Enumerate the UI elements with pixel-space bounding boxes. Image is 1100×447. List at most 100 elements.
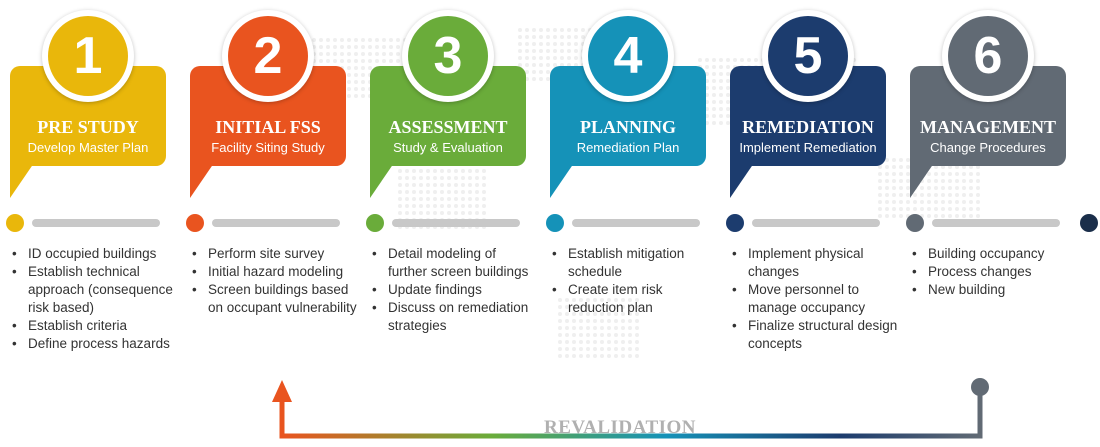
map-dot [976,214,980,218]
map-dot [461,204,465,208]
map-dot [440,183,444,187]
step-title: ASSESSMENT [388,117,508,137]
map-dot [719,114,723,118]
map-dot [412,204,416,208]
map-dot [705,65,709,69]
map-dot [712,114,716,118]
map-dot [454,197,458,201]
bullet-item: Screen buildings based on occupant vulne… [190,281,358,317]
step-number-badge: 3 [402,10,494,102]
map-dot [719,72,723,76]
revalidation-label: REVALIDATION [543,417,697,438]
map-dot [726,65,730,69]
map-dot [572,319,576,323]
map-dot [482,204,486,208]
map-dot [565,347,569,351]
map-dot [347,94,351,98]
map-dot [969,179,973,183]
map-dot [567,28,571,32]
map-dot [885,179,889,183]
timeline-bar [392,219,520,227]
map-dot [405,183,409,187]
map-dot [628,319,632,323]
map-dot [899,158,903,162]
map-dot [347,59,351,63]
map-dot [340,52,344,56]
timeline-bar [932,219,1060,227]
map-dot [614,347,618,351]
map-dot [461,169,465,173]
map-dot [892,172,896,176]
map-dot [628,340,632,344]
map-dot [553,35,557,39]
map-dot [396,59,400,63]
map-dot [705,86,709,90]
map-dot [389,38,393,42]
map-dot [447,197,451,201]
map-dot [419,176,423,180]
map-dot [558,340,562,344]
timeline-dot [546,214,564,232]
map-dot [560,42,564,46]
map-dot [906,165,910,169]
map-dot [375,38,379,42]
map-dot [326,59,330,63]
map-dot [440,204,444,208]
map-dot [574,56,578,60]
map-dot [354,52,358,56]
map-dot [361,66,365,70]
map-dot [412,197,416,201]
bullet-item: Initial hazard modeling [190,263,358,281]
map-dot [475,169,479,173]
map-dot [567,35,571,39]
map-dot [454,169,458,173]
map-dot [892,179,896,183]
map-dot [333,52,337,56]
map-dot [621,354,625,358]
map-dot [878,193,882,197]
map-dot [712,121,716,125]
map-dot [475,211,479,215]
bullet-item: Establish criteria [10,317,178,335]
map-dot [581,28,585,32]
step-title: MANAGEMENT [920,117,1056,137]
map-dot [614,319,618,323]
map-dot [419,169,423,173]
map-dot [892,207,896,211]
map-dot [969,207,973,211]
map-dot [628,354,632,358]
map-dot [726,72,730,76]
map-dot [948,186,952,190]
map-dot [878,186,882,190]
map-dot [532,56,536,60]
map-dot [405,204,409,208]
map-dot [593,333,597,337]
map-dot [482,197,486,201]
map-dot [440,190,444,194]
timeline-dot [366,214,384,232]
map-dot [546,77,550,81]
map-dot [398,211,402,215]
map-dot [586,319,590,323]
map-dot [719,58,723,62]
map-dot [962,214,966,218]
map-dot [546,49,550,53]
bullet-item: Move personnel to manage occupancy [730,281,898,317]
map-dot [454,183,458,187]
step-number: 6 [948,16,1028,96]
map-dot [382,45,386,49]
map-dot [726,107,730,111]
map-dot [426,169,430,173]
map-dot [878,214,882,218]
map-dot [475,176,479,180]
map-dot [719,79,723,83]
map-dot [546,63,550,67]
map-dot [361,94,365,98]
map-dot [899,207,903,211]
map-dot [614,340,618,344]
bullet-item: Finalize structural design concepts [730,317,898,353]
timeline-dot [726,214,744,232]
map-dot [969,193,973,197]
map-dot [593,319,597,323]
map-dot [375,45,379,49]
